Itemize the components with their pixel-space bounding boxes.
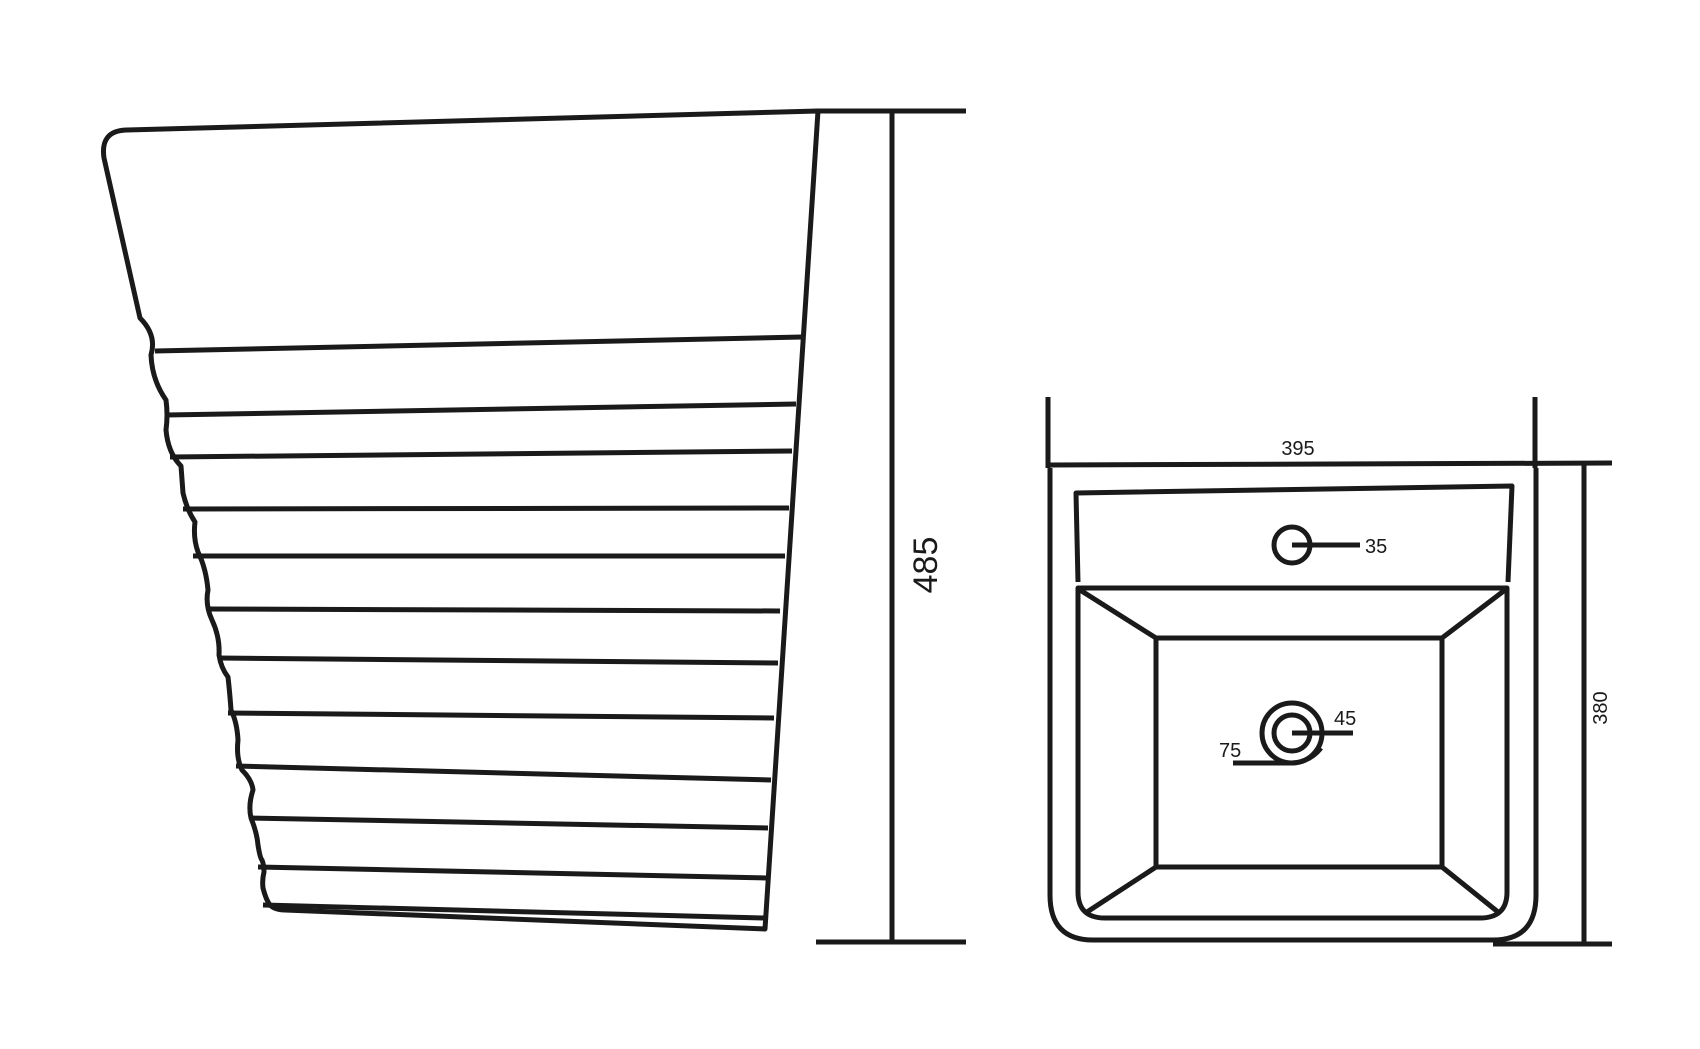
front-width-label: 395 [1281, 438, 1314, 460]
drain-inner-label: 45 [1334, 708, 1356, 730]
side-rib-7 [218, 655, 779, 666]
front-corner-bottom-right [1440, 865, 1500, 914]
side-rib-6 [207, 606, 781, 614]
front-view: 395 380 35 45 75 [1045, 397, 1613, 947]
drain-outer-label: 75 [1219, 740, 1241, 762]
front-basin-floor [1153, 635, 1445, 870]
side-rib-10 [249, 815, 769, 831]
front-corner-bottom-left [1085, 864, 1158, 915]
side-view-outline [100, 108, 821, 932]
drain-outer-leader [1233, 746, 1323, 766]
front-basin-rim [1075, 585, 1510, 921]
side-rib-9 [235, 763, 772, 783]
front-outer-body [1047, 468, 1539, 943]
front-corner-top-right [1440, 588, 1507, 640]
side-rib-11 [257, 864, 767, 881]
front-height-label: 380 [1590, 691, 1612, 724]
side-rib-3 [169, 448, 793, 460]
side-rib-8 [227, 710, 775, 721]
front-deck [1073, 483, 1515, 583]
side-rib-4 [182, 505, 790, 512]
front-width-dim-line [1049, 460, 1613, 468]
side-rib-2 [165, 401, 797, 418]
side-rib-1 [154, 334, 803, 354]
front-corner-top-left [1078, 587, 1158, 641]
side-view: 485 [100, 108, 966, 945]
tap-hole-label: 35 [1365, 536, 1387, 558]
side-rib-12 [262, 902, 766, 921]
side-height-label: 485 [907, 537, 945, 594]
